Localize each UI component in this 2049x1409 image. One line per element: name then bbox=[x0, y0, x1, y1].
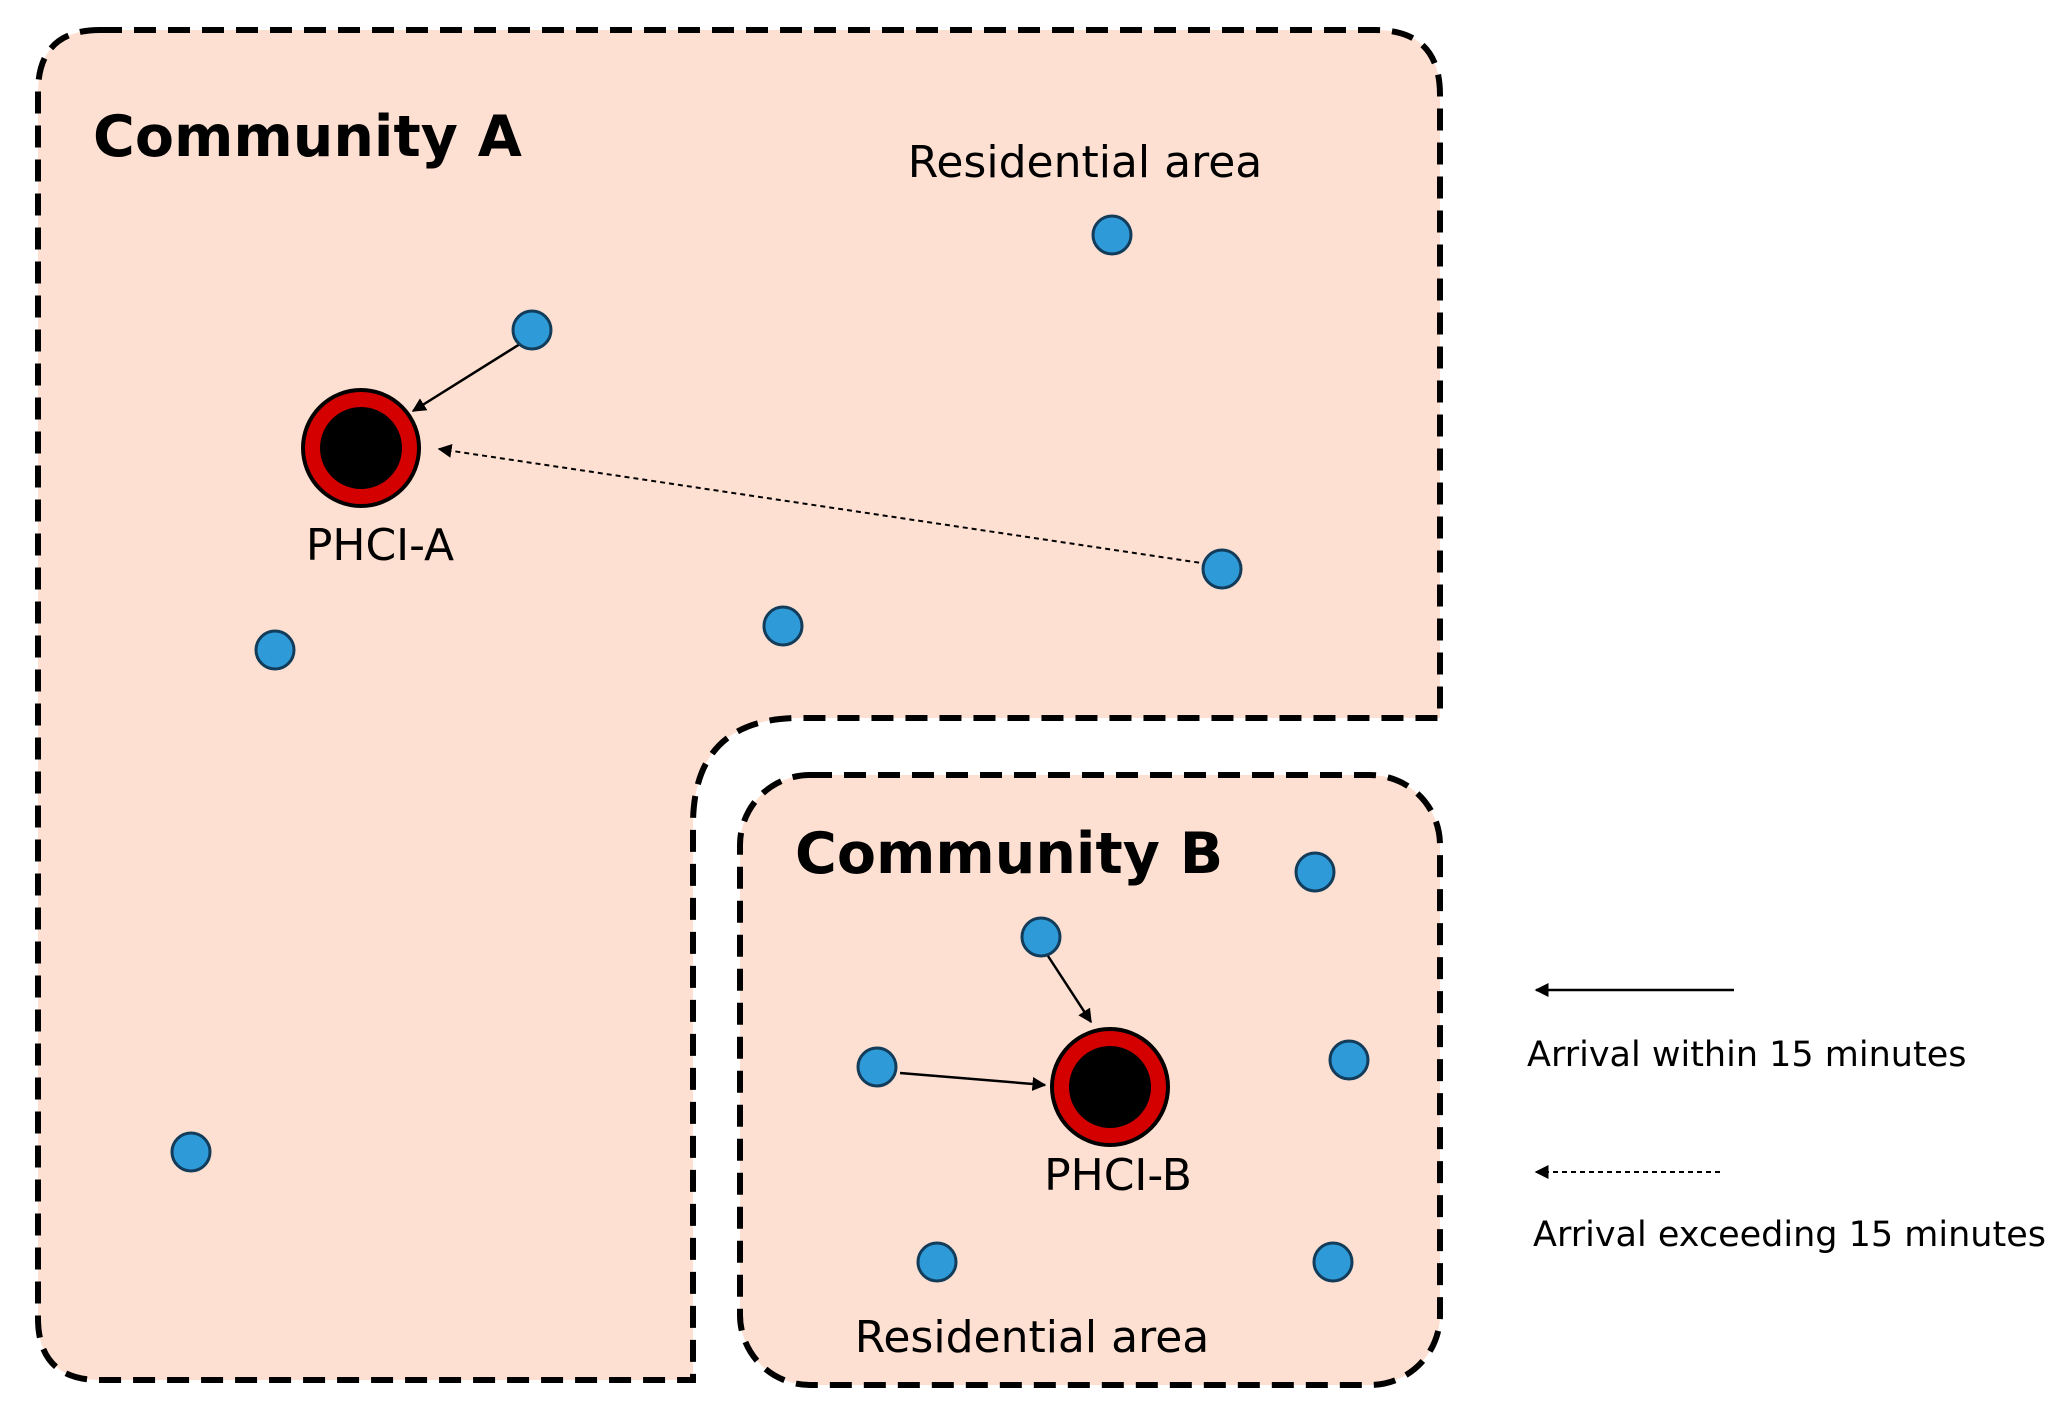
phci-a-marker bbox=[301, 388, 421, 508]
community-a-title: Community A bbox=[93, 104, 522, 170]
residential-area-dot bbox=[1328, 1039, 1370, 1081]
residential-area-dot bbox=[762, 605, 804, 647]
residential-area-dot bbox=[511, 309, 553, 351]
phci-a-label: PHCI-A bbox=[306, 520, 454, 571]
residential-area-dot bbox=[1020, 916, 1062, 958]
residential-area-dot bbox=[916, 1241, 958, 1283]
arrow-exceeding-a bbox=[437, 443, 1209, 565]
residential-area-dot bbox=[170, 1131, 212, 1173]
legend-within-label: Arrival within 15 minutes bbox=[1527, 1035, 1966, 1075]
legend-exceeding-label: Arrival exceeding 15 minutes bbox=[1533, 1215, 2046, 1255]
community-b-residential-label: Residential area bbox=[855, 1312, 1209, 1363]
residential-area-dot bbox=[856, 1046, 898, 1088]
phci-b-marker bbox=[1050, 1027, 1170, 1147]
arrow-within-b-top bbox=[1046, 955, 1093, 1024]
residential-area-dot bbox=[1312, 1241, 1354, 1283]
residential-area-dot bbox=[1091, 214, 1133, 256]
community-b-title: Community B bbox=[795, 821, 1223, 887]
residential-area-dot bbox=[1294, 851, 1336, 893]
phci-b-label: PHCI-B bbox=[1044, 1150, 1192, 1201]
legend: Arrival within 15 minutes Arrival exceed… bbox=[1527, 983, 2046, 1255]
community-a-residential-label: Residential area bbox=[908, 137, 1262, 188]
arrow-within-a bbox=[411, 342, 521, 413]
arrow-within-b-left bbox=[899, 1071, 1047, 1091]
residential-area-dot bbox=[254, 629, 296, 671]
residential-area-dot bbox=[1201, 548, 1243, 590]
community-a-region bbox=[35, 27, 1443, 1383]
